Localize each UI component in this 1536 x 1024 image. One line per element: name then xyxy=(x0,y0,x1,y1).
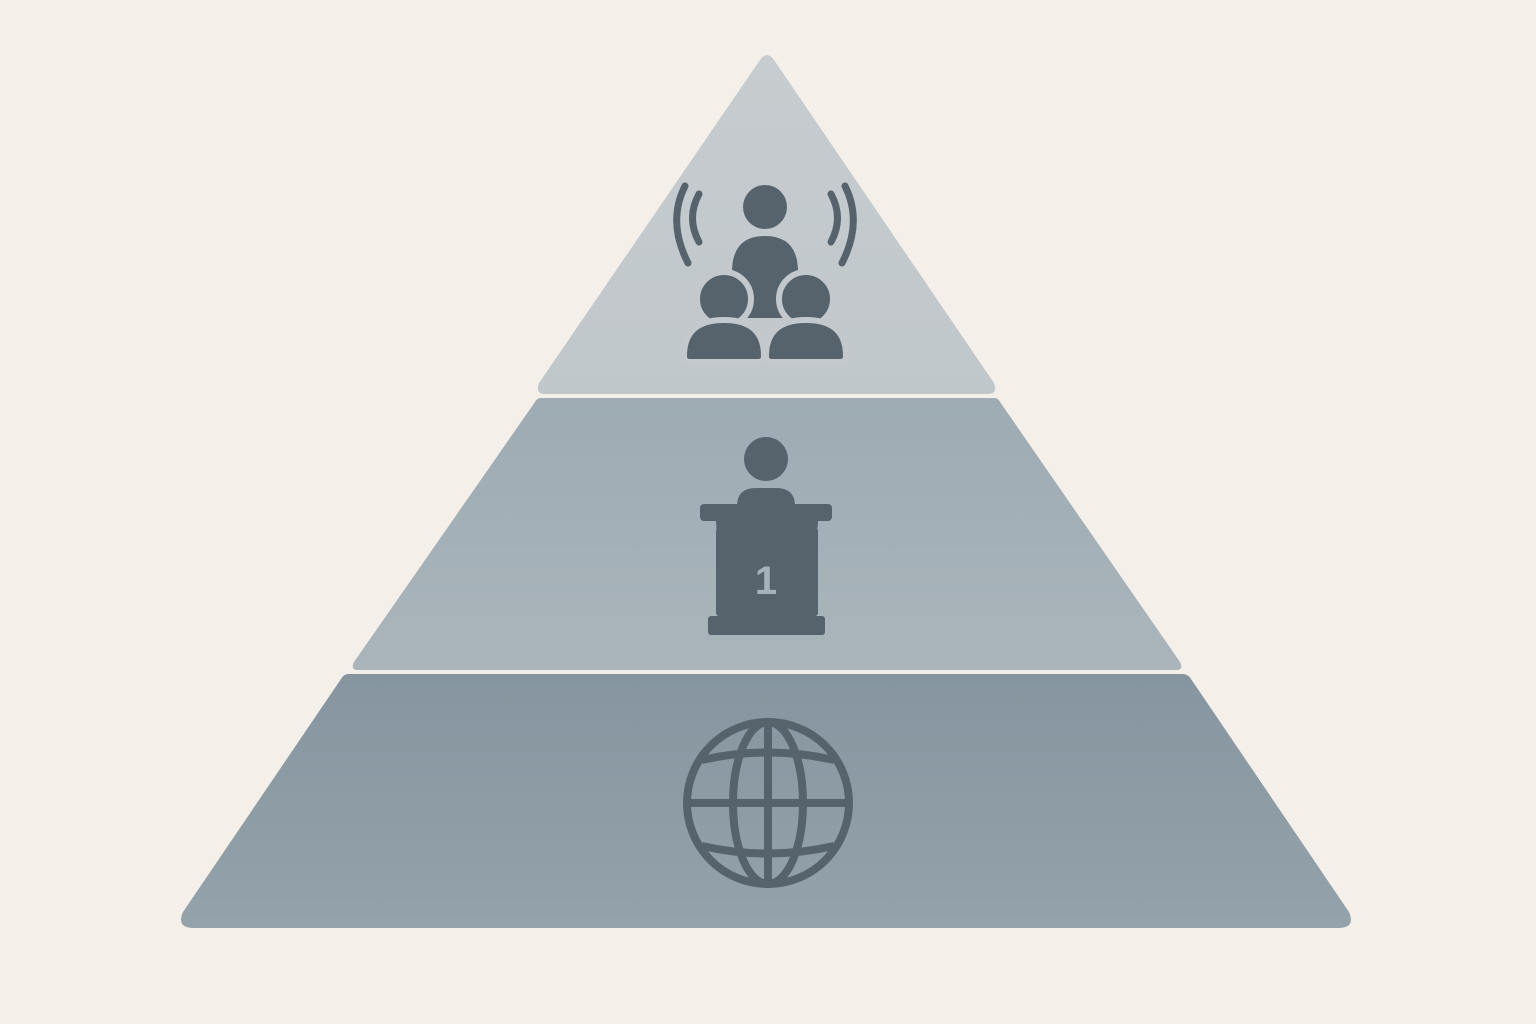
podium-speaker-icon: 1 xyxy=(700,437,832,635)
podium-badge-number: 1 xyxy=(755,559,777,603)
globe-icon xyxy=(683,718,853,888)
broadcasting-audience-icon xyxy=(673,182,857,365)
